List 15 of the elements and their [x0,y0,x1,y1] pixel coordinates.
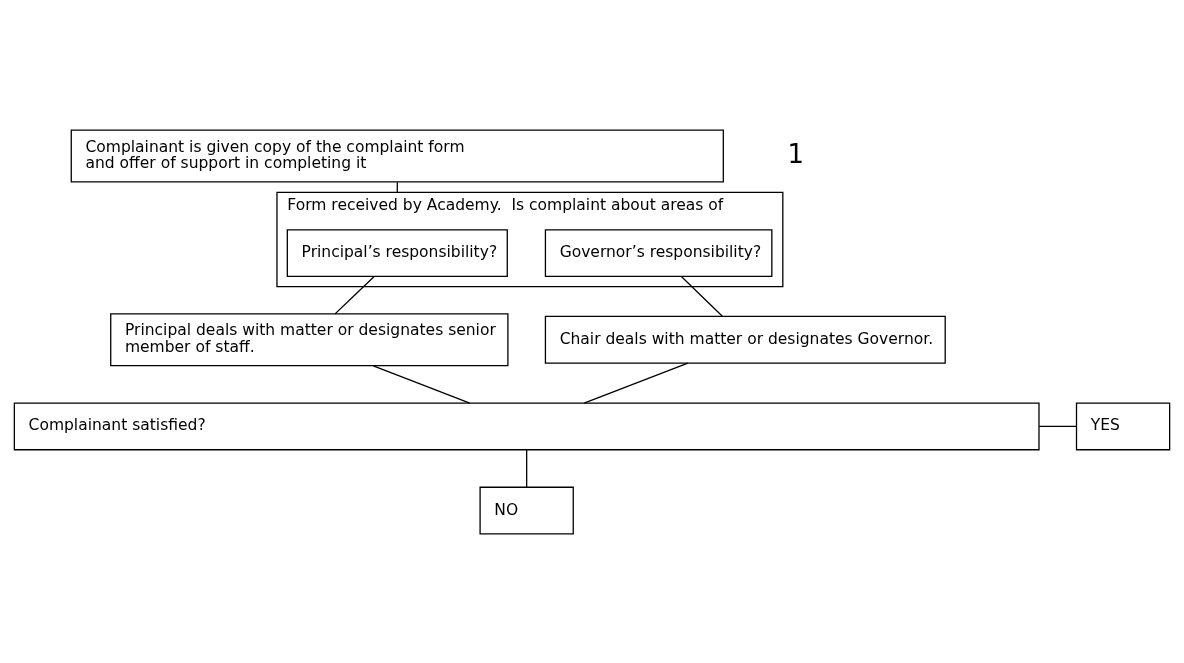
node-box: Complainant is given copy of the complaint form and offer of support in completing it [70,129,724,183]
connector [372,364,471,404]
node-box: Governor’s responsibility? [544,228,773,277]
node-box: Complainant satisfied? [13,402,1040,450]
node-box: Chair deals with matter or designates Governor. [544,315,946,364]
connector [334,275,375,314]
connector [526,448,528,488]
connector [1038,425,1077,427]
node-box: YES [1075,402,1171,450]
node-box: NO [479,486,574,534]
label: 1 [787,138,804,169]
connector [680,275,724,317]
node-box: Principal deals with matter or designates senior member of staff. [110,312,509,366]
connector [583,362,689,404]
node-box: Principal’s responsibility? [286,228,508,277]
